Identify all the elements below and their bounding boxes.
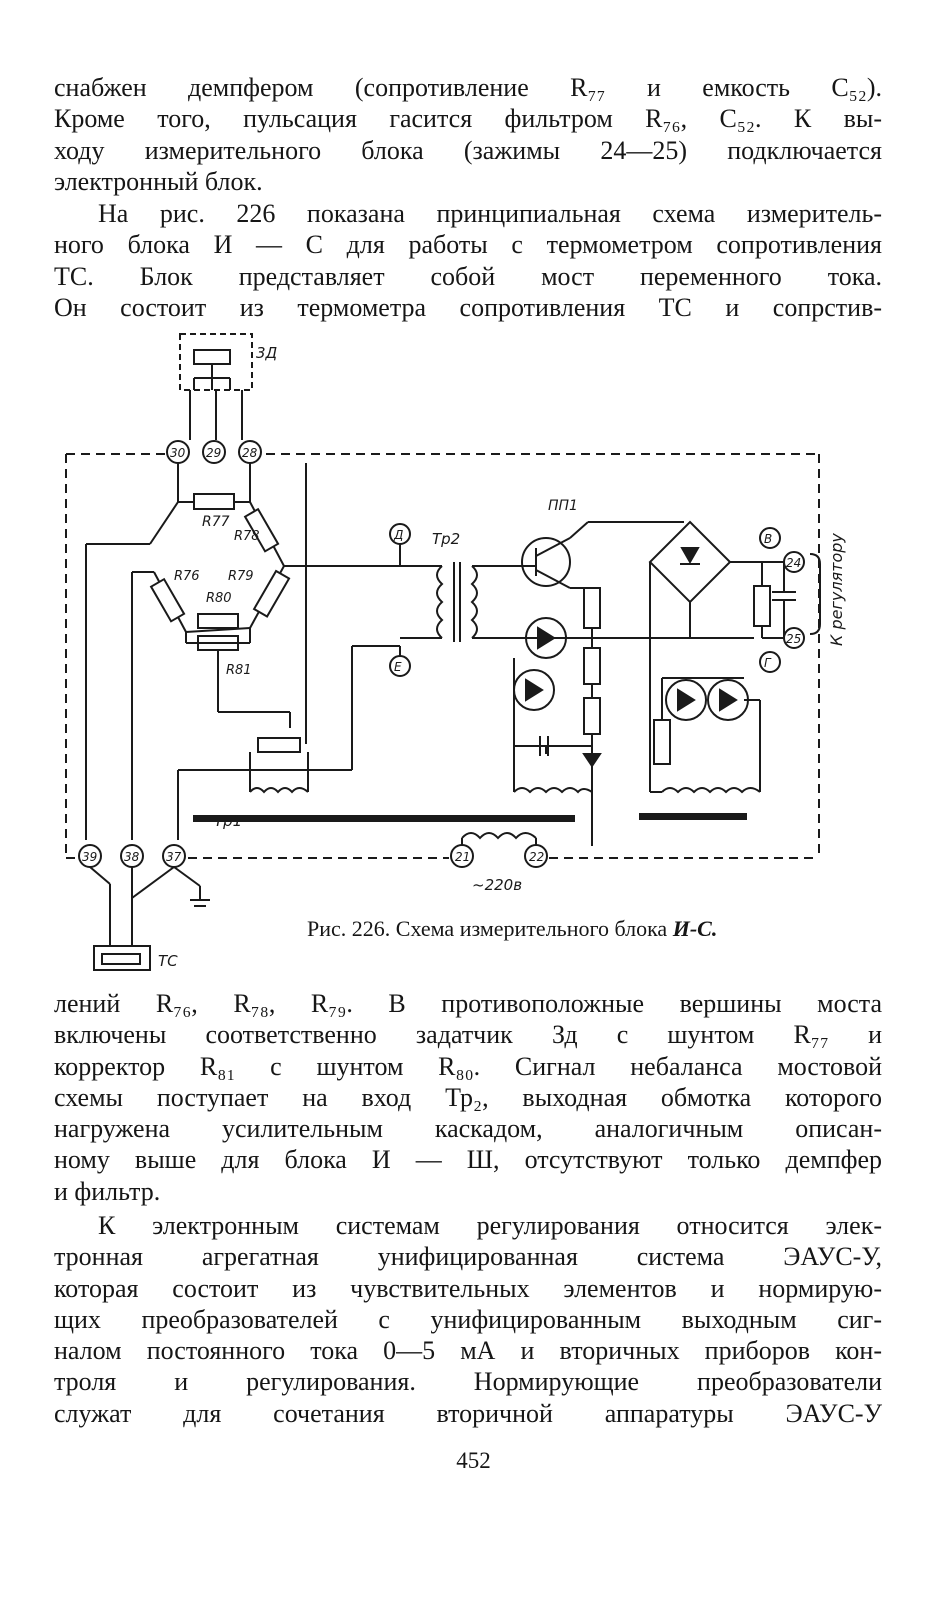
- r77-label: R77: [202, 514, 230, 530]
- terminal-label: 37: [166, 850, 182, 864]
- text-line: Он состоит из термометра сопротивления Т…: [54, 292, 882, 322]
- paragraph-3: лений R₇₆, R₇₈, R₇₉. В противоположные в…: [54, 988, 882, 1207]
- text-line: снабжен демпфером (сопротивление R₇₇ и е…: [54, 73, 882, 102]
- terminal-label: 39: [82, 850, 97, 864]
- terminal: [783, 551, 805, 573]
- terminal: [450, 844, 474, 868]
- text-line: тронная агрегатная унифицированная систе…: [54, 1242, 882, 1272]
- text-line: ного блока И — С для работы с термометро…: [54, 230, 882, 260]
- caption-prefix: Рис. 226. Схема измерительного блока: [307, 916, 673, 941]
- text-line: которая состоит из чувствительных элемен…: [54, 1273, 882, 1303]
- mains-label: ~220в: [472, 876, 522, 894]
- output-bracket: [809, 553, 821, 635]
- rectifier-bridge: [592, 520, 796, 794]
- primary-winding: [461, 832, 537, 840]
- r81-label: R81: [226, 663, 252, 678]
- r76-label: R76: [174, 569, 200, 584]
- text-line: лений R₇₆, R₇₈, R₇₉. В противоположные в…: [54, 989, 882, 1018]
- terminal: [524, 844, 548, 868]
- terminal-label: 25: [786, 632, 801, 646]
- terminal-label: 38: [124, 850, 140, 864]
- text-line: ТС. Блок представляет собой мост перемен…: [54, 261, 882, 291]
- terminal-label: 22: [529, 850, 544, 864]
- text-line: щих преобразователей с унифицированным в…: [54, 1304, 882, 1334]
- setter-label: 3Д: [256, 344, 278, 362]
- terminal: [759, 651, 781, 673]
- circuit-diagram: 3Д 30 29 28: [65, 333, 846, 971]
- text-line: служат для сочетания вторичной аппаратур…: [54, 1398, 882, 1428]
- paragraph-1: снабжен демпфером (сопротивление R₇₇ и е…: [54, 72, 882, 197]
- thermometer-tc: [93, 945, 151, 971]
- transformer-core: [639, 813, 747, 820]
- terminal-label: 28: [242, 446, 258, 460]
- pp1-label: ПП1: [548, 498, 578, 514]
- caption-title: И-С.: [672, 916, 718, 941]
- measuring-bridge: [85, 463, 404, 840]
- terminal: [783, 627, 805, 649]
- text-line: К электронным системам регулирования отн…: [98, 1211, 882, 1240]
- text-line: электронный блок.: [54, 166, 263, 196]
- r78-label: R78: [234, 529, 260, 544]
- terminal-label: В: [764, 532, 772, 546]
- text-line: и фильтр.: [54, 1176, 161, 1206]
- text-line: налом постоянного тока 0—5 мА и вторичны…: [54, 1336, 882, 1366]
- terminal-label: 24: [786, 556, 801, 570]
- paragraph-4: К электронным системам регулирования отн…: [54, 1210, 882, 1429]
- transformer-core: [193, 815, 575, 822]
- terminal: [759, 527, 781, 549]
- terminal-label: Г: [764, 656, 772, 670]
- terminal-label: Е: [394, 660, 402, 674]
- text-line: схемы поступает на вход Тр₂, выходная об…: [54, 1082, 882, 1112]
- text-line: троля и регулирования. Нормирующие преоб…: [54, 1367, 882, 1397]
- tr2-label: Тр2: [432, 530, 460, 548]
- to-regulator-label: К регулятору: [827, 533, 846, 646]
- terminal-label: Д: [393, 528, 403, 542]
- tr1-label: Тр1: [214, 812, 242, 830]
- text-line: ходу измерительного блока (зажимы 24—25)…: [54, 135, 882, 165]
- text-line: На рис. 226 показана принципиальная схем…: [98, 199, 882, 228]
- terminal-label: 29: [206, 446, 221, 460]
- r79-label: R79: [228, 569, 254, 584]
- text-line: ному выше для блока И — Ш, отсутствуют т…: [54, 1145, 882, 1175]
- page-number: 452: [456, 1448, 491, 1473]
- text-line: корректор R₈₁ с шунтом R₈₀. Сигнал небал…: [54, 1051, 882, 1081]
- figure-caption: Рис. 226. Схема измерительного блока И-С…: [307, 916, 717, 942]
- paragraph-2: На рис. 226 показана принципиальная схем…: [54, 198, 882, 323]
- enclosure-border: [65, 453, 820, 859]
- text-line: включены соответственно задатчик Зд с шу…: [54, 1020, 882, 1050]
- terminal-label: 30: [170, 446, 186, 460]
- setter-zd: [179, 333, 253, 440]
- text-line: нагружена усилительным каскадом, аналоги…: [54, 1114, 882, 1144]
- zener-diode-stack: [513, 587, 602, 794]
- transistor-pp1: [496, 521, 684, 846]
- transformer-tr2: [436, 562, 524, 642]
- terminal-label: 21: [455, 850, 470, 864]
- tc-label: ТС: [158, 952, 178, 970]
- r80-label: R80: [206, 591, 232, 606]
- text-line: Кроме того, пульсация гасится фильтром R…: [54, 104, 882, 134]
